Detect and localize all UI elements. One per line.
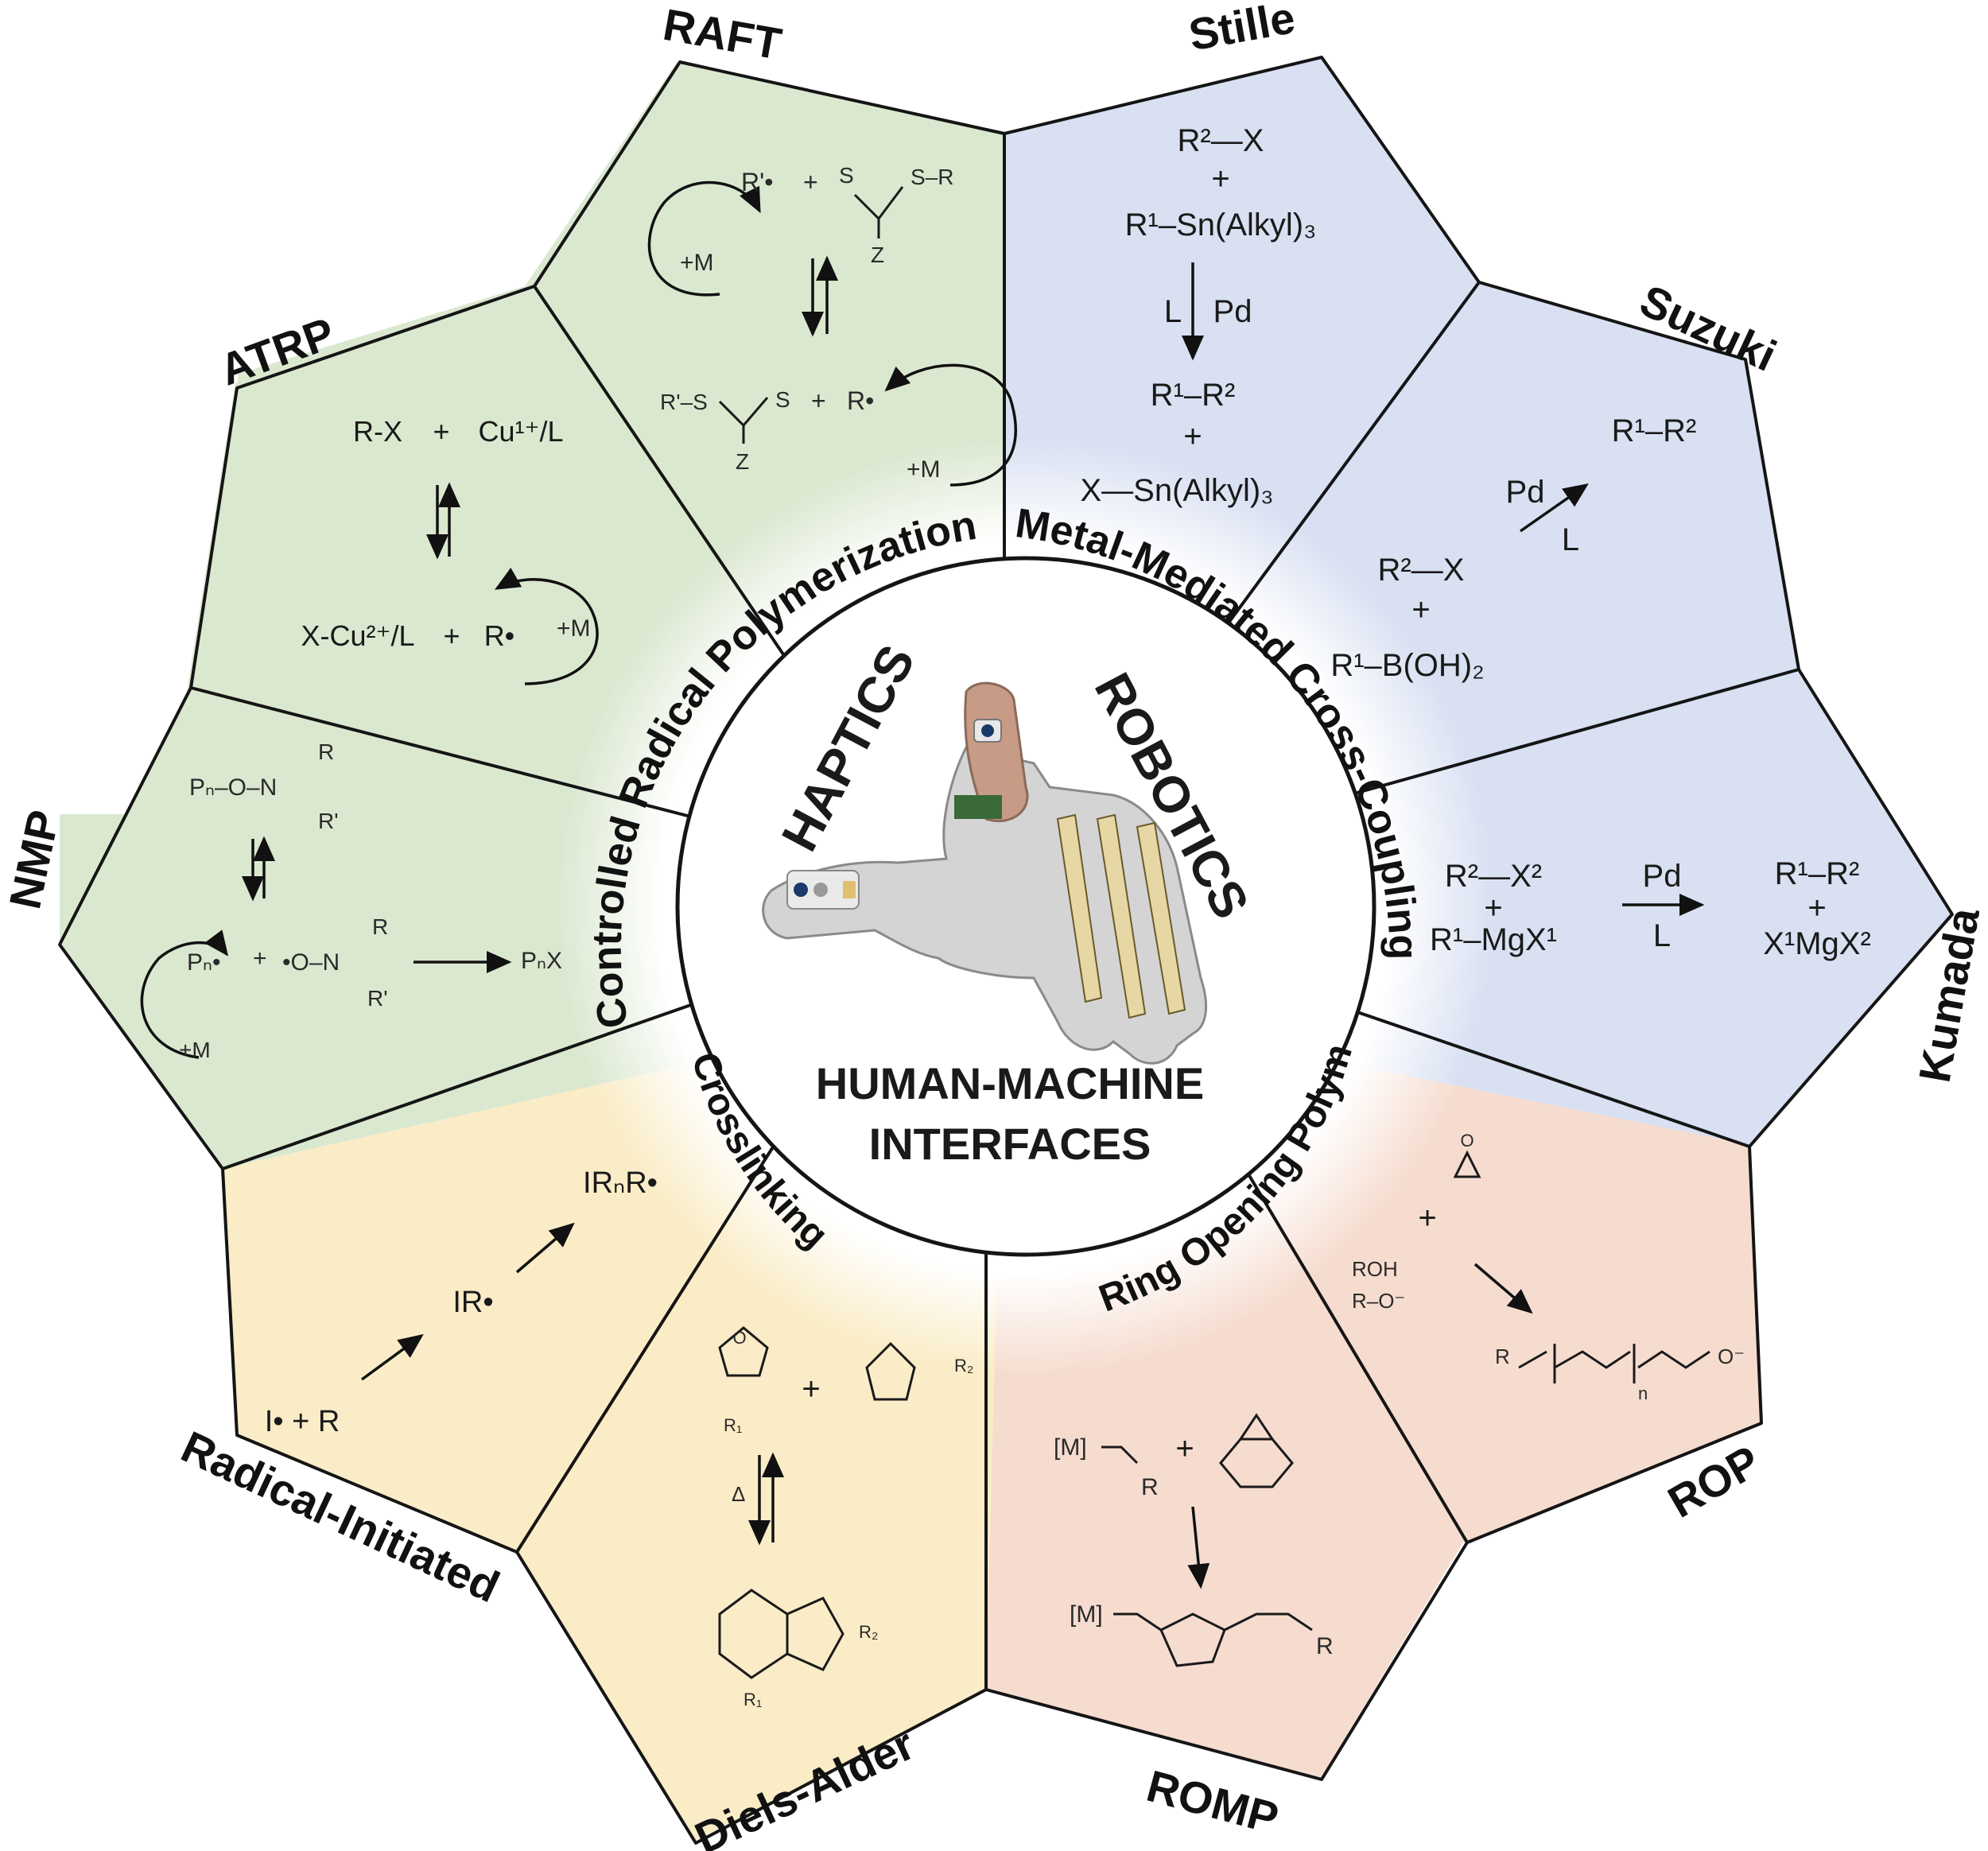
- svg-text:R': R': [318, 809, 339, 833]
- svg-text:+: +: [1211, 161, 1229, 196]
- svg-text:R–O⁻: R–O⁻: [1352, 1289, 1405, 1313]
- svg-text:Δ: Δ: [732, 1482, 745, 1506]
- svg-text:X-Cu²⁺/L: X-Cu²⁺/L: [301, 619, 414, 652]
- svg-text:R: R: [372, 914, 388, 939]
- svg-text:R'•: R'•: [741, 168, 773, 196]
- hmi-line1: HUMAN-MACHINE: [816, 1058, 1204, 1108]
- svg-text:R₁: R₁: [744, 1690, 762, 1709]
- svg-text:R': R': [367, 986, 388, 1011]
- svg-text:PₙX: PₙX: [521, 948, 562, 974]
- svg-text:IRₙR•: IRₙR•: [583, 1166, 658, 1200]
- svg-text:S–R: S–R: [911, 165, 953, 189]
- svg-text:I• + R: I• + R: [265, 1405, 340, 1438]
- svg-text:Pₙ–O–N: Pₙ–O–N: [189, 774, 277, 801]
- petal-label-stille: Stille: [1185, 0, 1299, 60]
- svg-text:X—Sn(Alkyl)₃: X—Sn(Alkyl)₃: [1081, 473, 1274, 508]
- svg-text:X¹MgX²: X¹MgX²: [1763, 926, 1871, 961]
- svg-text:[M]: [M]: [1054, 1434, 1087, 1461]
- petal-label-raft: RAFT: [659, 0, 785, 69]
- svg-text:Pₙ•: Pₙ•: [187, 949, 220, 976]
- svg-text:L: L: [1653, 918, 1671, 953]
- svg-text:R¹–R²: R¹–R²: [1151, 378, 1236, 413]
- svg-text:+: +: [802, 1372, 820, 1407]
- svg-text:[M]: [M]: [1070, 1601, 1103, 1628]
- svg-text:R: R: [1316, 1633, 1334, 1659]
- svg-text:S: S: [839, 163, 854, 188]
- petal-label-nmp: NMP: [0, 806, 69, 914]
- svg-text:R¹–R²: R¹–R²: [1612, 413, 1697, 448]
- svg-text:IR•: IR•: [452, 1286, 493, 1319]
- svg-text:+: +: [811, 386, 826, 415]
- svg-text:+M: +M: [907, 456, 941, 483]
- svg-text:Cu¹⁺/L: Cu¹⁺/L: [478, 415, 563, 448]
- svg-text:R-X: R-X: [353, 415, 402, 448]
- svg-text:L: L: [1164, 294, 1182, 329]
- svg-text:Z: Z: [871, 243, 884, 267]
- svg-text:R: R: [1141, 1474, 1159, 1500]
- svg-text:R¹–R²: R¹–R²: [1775, 856, 1860, 891]
- svg-text:+M: +M: [557, 615, 591, 642]
- svg-text:+: +: [433, 415, 449, 448]
- svg-text:R¹–Sn(Alkyl)₃: R¹–Sn(Alkyl)₃: [1125, 208, 1317, 243]
- svg-text:R'–S: R'–S: [660, 390, 708, 414]
- svg-text:+: +: [803, 168, 818, 196]
- svg-text:+: +: [1175, 1431, 1194, 1466]
- svg-text:Pd: Pd: [1506, 475, 1545, 510]
- svg-text:R•: R•: [847, 386, 874, 415]
- svg-text:+M: +M: [680, 250, 714, 276]
- svg-text:O: O: [1460, 1131, 1474, 1151]
- svg-text:R²—X: R²—X: [1378, 553, 1465, 588]
- svg-text:+: +: [1418, 1201, 1436, 1236]
- svg-text:•O–N: •O–N: [282, 949, 340, 976]
- svg-text:R₁: R₁: [724, 1415, 742, 1435]
- svg-text:S: S: [775, 387, 790, 412]
- svg-text:+: +: [253, 945, 267, 972]
- hmi-line2: INTERFACES: [869, 1119, 1151, 1169]
- svg-text:R¹–B(OH)₂: R¹–B(OH)₂: [1330, 648, 1484, 683]
- svg-text:+: +: [1183, 419, 1202, 454]
- svg-text:n: n: [1638, 1383, 1648, 1403]
- svg-text:+: +: [1807, 891, 1826, 925]
- svg-text:Pd: Pd: [1643, 859, 1682, 894]
- svg-text:+: +: [1484, 891, 1502, 925]
- svg-text:Pd: Pd: [1213, 294, 1252, 329]
- svg-text:R₂: R₂: [859, 1622, 878, 1642]
- svg-text:O⁻: O⁻: [1718, 1345, 1745, 1368]
- svg-text:R: R: [1495, 1345, 1510, 1368]
- svg-text:L: L: [1562, 522, 1579, 557]
- svg-text:Z: Z: [736, 449, 749, 474]
- svg-text:R•: R•: [484, 619, 515, 652]
- svg-text:ROH: ROH: [1352, 1257, 1398, 1281]
- svg-text:R²—X²: R²—X²: [1445, 859, 1542, 894]
- petal-label-romp: ROMP: [1142, 1760, 1284, 1843]
- svg-text:R: R: [318, 739, 334, 764]
- svg-text:R₂: R₂: [954, 1356, 973, 1376]
- svg-text:+: +: [443, 619, 460, 652]
- svg-text:R¹–MgX¹: R¹–MgX¹: [1430, 922, 1557, 957]
- svg-text:R²—X: R²—X: [1178, 123, 1264, 158]
- svg-text:+: +: [1411, 592, 1430, 627]
- svg-text:O: O: [732, 1328, 746, 1348]
- svg-text:+M: +M: [179, 1038, 211, 1062]
